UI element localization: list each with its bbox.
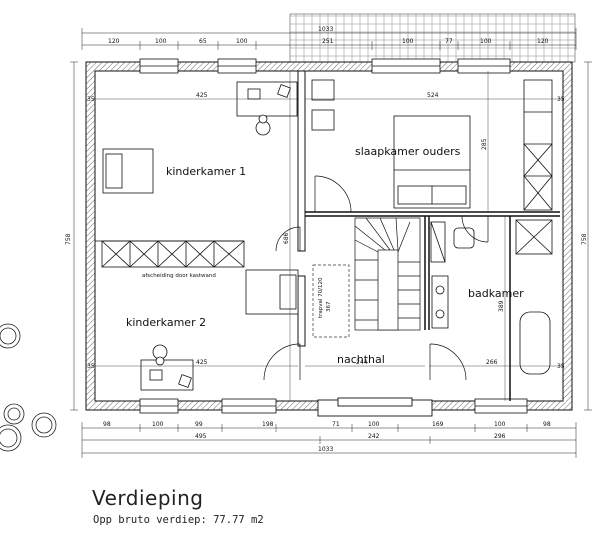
desk-kinderkamer-2 bbox=[140, 344, 194, 391]
wardrobe-slaapkamer bbox=[523, 79, 553, 211]
drawing-title: Verdieping bbox=[92, 486, 204, 510]
bottom-bay bbox=[317, 397, 433, 417]
bathroom-fixtures bbox=[430, 219, 553, 375]
top-windows bbox=[139, 58, 511, 74]
dim-bottom-a6: 100 bbox=[368, 421, 380, 428]
dim-bottom-b1: 495 bbox=[195, 433, 207, 440]
bed-slaapkamer bbox=[393, 115, 471, 209]
room-label-badkamer: badkamer bbox=[468, 287, 524, 300]
dim-top-8: 100 bbox=[480, 38, 492, 45]
chairs-slaapkamer bbox=[311, 79, 335, 131]
dim-top-5: 251 bbox=[322, 38, 334, 45]
dim-top-9: 120 bbox=[537, 38, 549, 45]
dim-interior-686: 686 bbox=[283, 232, 290, 244]
dim-bottom-b3: 296 bbox=[494, 433, 506, 440]
label-afscheiding: afscheiding door kastwand bbox=[142, 273, 216, 279]
room-label-kinderkamer-1: kinderkamer 1 bbox=[166, 165, 246, 178]
tree-symbols bbox=[0, 323, 57, 452]
dim-bottom-a9: 98 bbox=[543, 421, 551, 428]
trapval-opening bbox=[312, 264, 350, 338]
drawing-subtitle: Opp bruto verdiep: 77.77 m2 bbox=[93, 514, 264, 526]
wardrobe-wall bbox=[101, 240, 245, 268]
dim-top-4: 100 bbox=[236, 38, 248, 45]
bed-kinderkamer-2 bbox=[245, 269, 299, 315]
dim-top-6: 100 bbox=[402, 38, 414, 45]
dim-top-overall: 1033 bbox=[318, 26, 333, 33]
dim-wall-35-tl: 35 bbox=[87, 96, 95, 103]
dim-left-height: 758 bbox=[65, 233, 72, 245]
inner-dimensions bbox=[95, 71, 563, 401]
dim-interior-425-bottom: 425 bbox=[196, 359, 208, 366]
top-dimensions bbox=[81, 28, 577, 50]
dim-top-1: 120 bbox=[108, 38, 120, 45]
dim-interior-425-top: 425 bbox=[196, 92, 208, 99]
dim-bottom-a4: 198 bbox=[262, 421, 274, 428]
dim-wall-35-br: 35 bbox=[557, 363, 565, 370]
dim-interior-285: 285 bbox=[481, 138, 488, 150]
bottom-windows bbox=[139, 398, 528, 414]
label-trap-dim: 367 bbox=[326, 301, 332, 312]
bed-kinderkamer-1 bbox=[102, 148, 154, 194]
dim-bottom-a7: 169 bbox=[432, 421, 444, 428]
room-label-kinderkamer-2: kinderkamer 2 bbox=[126, 316, 206, 329]
dim-wall-35-bl: 35 bbox=[87, 363, 95, 370]
dim-right-height: 758 bbox=[581, 233, 588, 245]
dim-bottom-b2: 242 bbox=[368, 433, 380, 440]
room-label-slaapkamer: slaapkamer ouders bbox=[355, 145, 461, 158]
dim-interior-389: 389 bbox=[498, 300, 505, 312]
roof-terrace bbox=[289, 13, 576, 63]
side-dimensions bbox=[70, 61, 592, 411]
dim-bottom-overall: 1033 bbox=[318, 446, 333, 453]
dim-top-3: 65 bbox=[199, 38, 207, 45]
bottom-dimensions bbox=[81, 422, 577, 458]
dim-top-7: 77 bbox=[445, 38, 453, 45]
dim-bottom-a1: 98 bbox=[103, 421, 111, 428]
dim-top-2: 100 bbox=[155, 38, 167, 45]
doors bbox=[263, 175, 489, 381]
room-label-nachthal: nachthal bbox=[337, 353, 385, 366]
dim-bottom-a8: 100 bbox=[494, 421, 506, 428]
dim-bottom-a3: 99 bbox=[195, 421, 203, 428]
dim-interior-266: 266 bbox=[486, 359, 498, 366]
dim-interior-524: 524 bbox=[427, 92, 439, 99]
label-trapval: trapval 70/120 bbox=[318, 277, 324, 318]
dim-wall-35-tr: 35 bbox=[557, 96, 565, 103]
dim-interior-244: 244 bbox=[356, 359, 368, 366]
dim-bottom-a5: 71 bbox=[332, 421, 340, 428]
dim-bottom-a2: 100 bbox=[152, 421, 164, 428]
staircase bbox=[354, 217, 421, 331]
